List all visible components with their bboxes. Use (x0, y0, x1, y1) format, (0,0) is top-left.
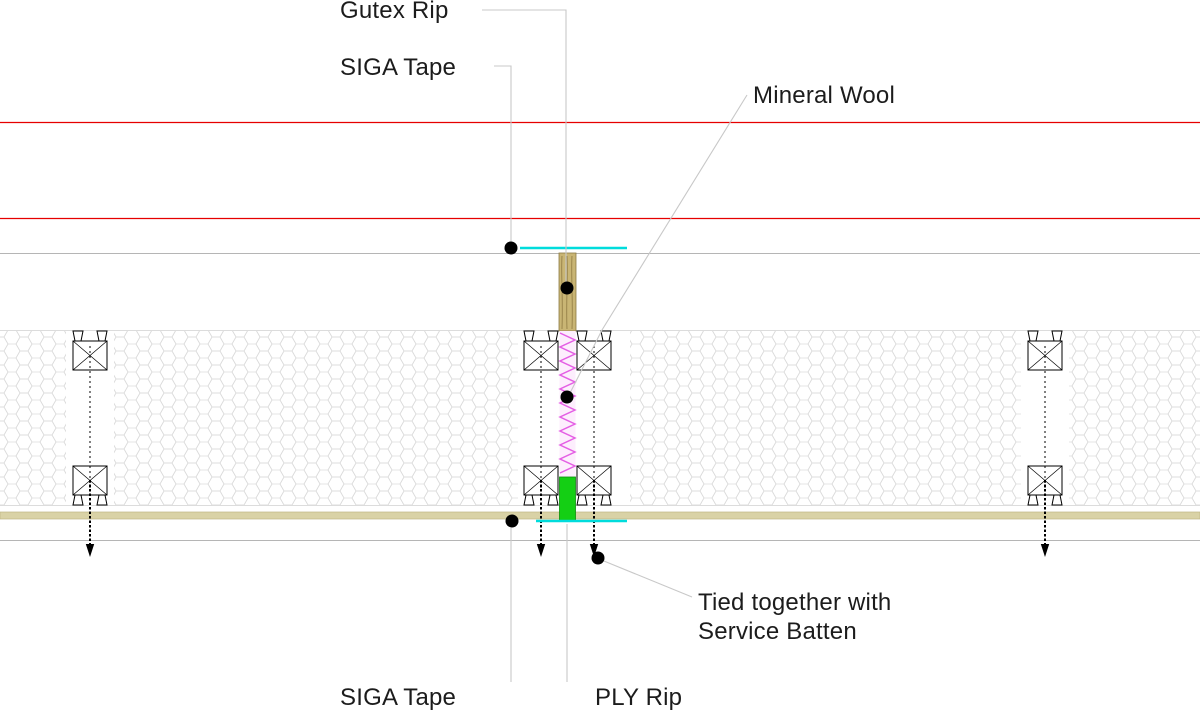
label-tied-together-line2: Service Batten (698, 618, 857, 645)
label-tied-together-line1: Tied together with (698, 589, 892, 616)
anchor-dot-gutex-rip (560, 281, 574, 295)
anchor-dot-mineral-wool (560, 390, 574, 404)
sheathing-band (0, 511, 1200, 520)
leader-siga-tape-top (494, 65, 512, 248)
anchor-dot-siga-top (504, 241, 518, 255)
label-mineral-wool: Mineral Wool (753, 82, 896, 109)
anchor-dot-tied-together (591, 551, 605, 565)
mineral-wool-strip (558, 331, 577, 477)
insulation-hatch-band (0, 329, 1200, 507)
leader-tied-together (598, 558, 693, 598)
label-siga-tape-bottom: SIGA Tape (340, 684, 457, 711)
label-siga-tape-top: SIGA Tape (340, 54, 457, 81)
leader-gutex-rip (482, 9, 567, 288)
anchor-dot-siga-bottom (505, 514, 519, 528)
label-tied-together: Tied together with Service Batten (698, 588, 891, 646)
ply-rip-block (559, 476, 576, 522)
label-gutex-rip: Gutex Rip (340, 0, 449, 24)
leader-mineral-wool (568, 94, 748, 396)
label-ply-rip: PLY Rip (595, 684, 683, 711)
